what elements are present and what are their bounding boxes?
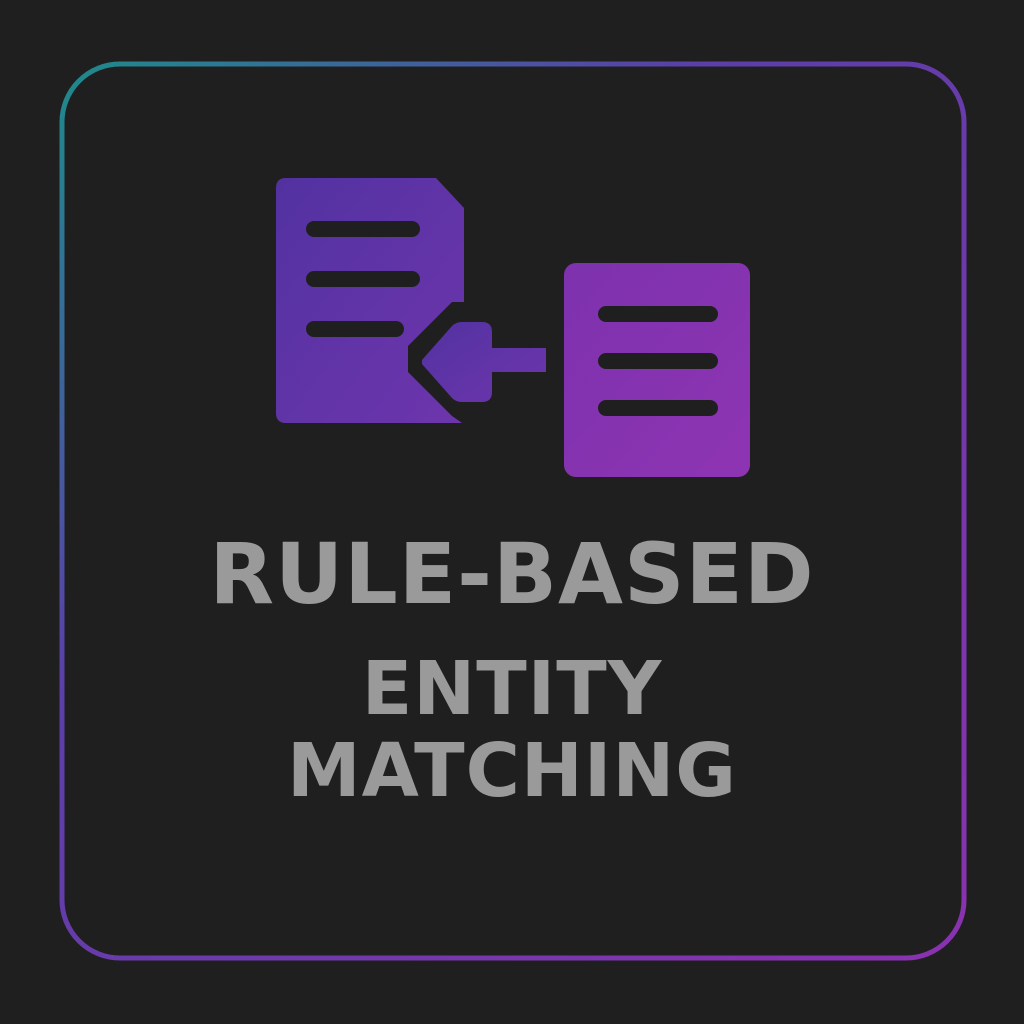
- left-document-icon: [276, 178, 464, 423]
- right-document-line-3: [598, 400, 718, 416]
- right-document-line-1: [598, 306, 718, 322]
- title-line-entity: ENTITY: [361, 646, 663, 732]
- left-document-line-3: [306, 321, 404, 337]
- left-document-line-1: [306, 221, 420, 237]
- title-line-rule-based: RULE-BASED: [209, 525, 815, 623]
- title-line-matching: MATCHING: [286, 728, 738, 814]
- frame-border: [59, 61, 967, 961]
- right-document-line-2: [598, 353, 718, 369]
- left-document-line-2: [306, 271, 420, 287]
- connector-arrow-icon: [422, 322, 546, 402]
- right-document-icon: [564, 263, 750, 477]
